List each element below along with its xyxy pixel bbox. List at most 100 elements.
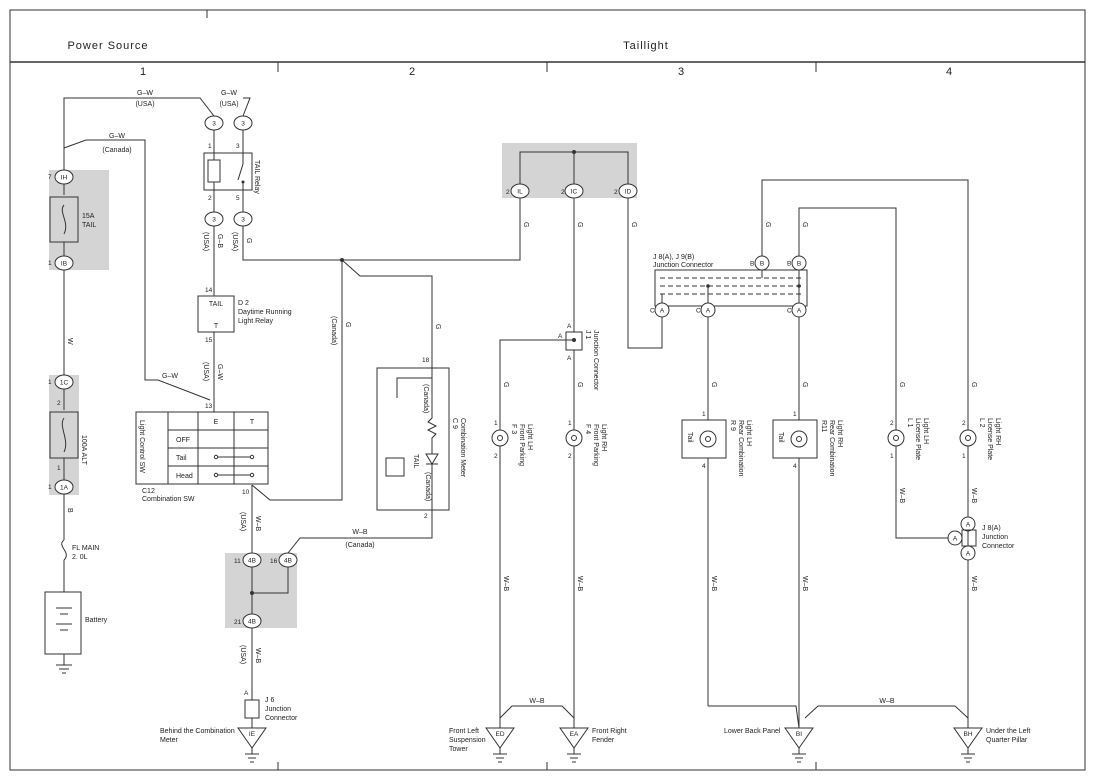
ground-bi-loc: Lower Back Panel bbox=[724, 728, 781, 735]
f3-id: F 3 bbox=[510, 424, 517, 434]
wire-gb: G–B bbox=[216, 234, 223, 248]
fuse-element-icon bbox=[61, 204, 67, 235]
j1-name: Junction Connector bbox=[592, 330, 599, 391]
conn-il: IL bbox=[517, 189, 523, 196]
pin-c-3: C bbox=[787, 308, 792, 315]
pin-relay-1: 1 bbox=[208, 143, 212, 150]
battery-label: Battery bbox=[85, 617, 108, 624]
j8a-name-2: Connector bbox=[982, 543, 1015, 550]
drl-pin-tail: TAIL bbox=[209, 301, 223, 308]
wires-power-source bbox=[63, 97, 521, 730]
conn-4b-16: 4B bbox=[284, 558, 292, 565]
wire-gw-canada: G–W bbox=[109, 133, 125, 140]
wire-usa-2: (USA) bbox=[219, 101, 238, 108]
ground-bi-icon bbox=[784, 727, 814, 763]
light-sw-id: C12 bbox=[142, 488, 155, 495]
conn-b-1: B bbox=[760, 261, 764, 268]
meter-id: C 9 bbox=[451, 418, 458, 429]
connectors-col1 bbox=[54, 115, 298, 629]
f4-name-2: Light RH bbox=[600, 424, 607, 451]
instrument-panel-jb-tail bbox=[49, 170, 109, 270]
conn-id: ID bbox=[625, 189, 632, 196]
wire-g-ic: G bbox=[576, 222, 583, 227]
pin-f4-2: 2 bbox=[568, 453, 572, 460]
pin-j1-a3: A bbox=[567, 355, 572, 362]
l1-id: L 1 bbox=[906, 418, 913, 428]
fuse-alt-label: 100A ALT bbox=[80, 435, 87, 466]
pin-r11-1: 1 bbox=[793, 411, 797, 418]
ground-bi-code: BI bbox=[796, 731, 802, 738]
wire-wb-f3: W–B bbox=[502, 576, 509, 592]
pin-1-alt: 1 bbox=[57, 465, 61, 472]
f3-name-2: Light LH bbox=[526, 424, 533, 450]
conn-3-c: 3 bbox=[212, 217, 216, 224]
l1-name-2: Light LH bbox=[922, 418, 929, 444]
light-sw-tail: Tail bbox=[176, 455, 187, 462]
header-power-source: Power Source bbox=[67, 40, 148, 52]
pin-j1-a1: A bbox=[558, 333, 563, 340]
j6-name-2: Connector bbox=[265, 715, 298, 722]
pin-1-1a: 1 bbox=[48, 484, 52, 491]
wire-g-3: G bbox=[434, 324, 441, 329]
pin-relay-3: 3 bbox=[236, 143, 240, 150]
diagram-frame bbox=[9, 9, 1086, 771]
j6-name-1: Junction bbox=[265, 706, 291, 713]
rear-combination-light-lh bbox=[681, 419, 727, 459]
r9-name-2: Light LH bbox=[745, 420, 752, 446]
j6-id: J 6 bbox=[265, 697, 274, 704]
wire-wb-ed-ea: W–B bbox=[529, 698, 545, 705]
ground-ea-code: EA bbox=[570, 731, 579, 738]
pin-13: 13 bbox=[205, 403, 213, 410]
ground-ie-icon bbox=[237, 727, 267, 763]
wire-usa-7: (USA) bbox=[239, 645, 246, 664]
j1-id: J 1 bbox=[584, 330, 591, 339]
fl-main-label: FL MAIN bbox=[72, 545, 99, 552]
meter-tail: TAIL bbox=[412, 454, 419, 468]
license-plate-light-rh-icon bbox=[959, 429, 977, 447]
j8-name: Junction Connector bbox=[653, 262, 714, 269]
connectors-rear bbox=[654, 255, 977, 561]
pin-relay-5: 5 bbox=[236, 195, 240, 202]
wire-g-r9: G bbox=[710, 382, 717, 387]
l2-name-2: Light RH bbox=[994, 418, 1001, 445]
pin-c-1: C bbox=[650, 308, 655, 315]
splice-ic bbox=[572, 150, 576, 154]
j8-id: J 8(A), J 9(B) bbox=[653, 254, 694, 261]
wire-wb-1: W–B bbox=[254, 516, 261, 532]
wire-usa-3: (USA) bbox=[202, 232, 209, 251]
pin-l2-2: 2 bbox=[962, 420, 966, 427]
conn-ih: IH bbox=[61, 175, 68, 182]
wire-gw-relay: G–W bbox=[221, 90, 237, 97]
ground-bh-loc-1: Under the Left bbox=[986, 728, 1030, 735]
r9-name-1: Rear Combination bbox=[737, 420, 744, 477]
connectors-col3 bbox=[510, 183, 638, 351]
tail-relay bbox=[203, 152, 253, 191]
pin-j6-a: A bbox=[244, 690, 249, 697]
wire-wb-2: W–B bbox=[254, 648, 261, 664]
j8a-name-1: Junction bbox=[982, 534, 1008, 541]
ground-ie-code: IE bbox=[249, 731, 256, 738]
fusible-link-icon bbox=[61, 417, 67, 453]
light-sw-head: Head bbox=[176, 473, 193, 480]
wire-g-l2: G bbox=[970, 382, 977, 387]
light-sw-off: OFF bbox=[176, 437, 190, 444]
conn-a-3: A bbox=[797, 308, 802, 315]
pin-1-ib: 1 bbox=[48, 260, 52, 267]
meter-canada-2: (Canada) bbox=[424, 472, 431, 501]
conn-1c: 1C bbox=[60, 380, 69, 387]
conn-b-2: B bbox=[797, 261, 801, 268]
pin-1-1c: 1 bbox=[48, 379, 52, 386]
wires-front-parking bbox=[499, 151, 663, 728]
light-sw-col-e: E bbox=[214, 419, 219, 426]
pin-il-2: 2 bbox=[506, 189, 510, 196]
light-sw-title: Light Control SW bbox=[138, 420, 145, 473]
wire-g-id: G bbox=[630, 222, 637, 227]
pin-relay-2: 2 bbox=[208, 195, 212, 202]
splice-tail bbox=[340, 258, 344, 262]
fl-main-icon bbox=[61, 539, 67, 561]
conn-a-1: A bbox=[660, 308, 665, 315]
l2-id: L 2 bbox=[978, 418, 985, 428]
drl-pin-t: T bbox=[214, 323, 219, 330]
wire-wb-r11: W–B bbox=[801, 576, 808, 592]
header-taillight: Taillight bbox=[623, 40, 669, 52]
